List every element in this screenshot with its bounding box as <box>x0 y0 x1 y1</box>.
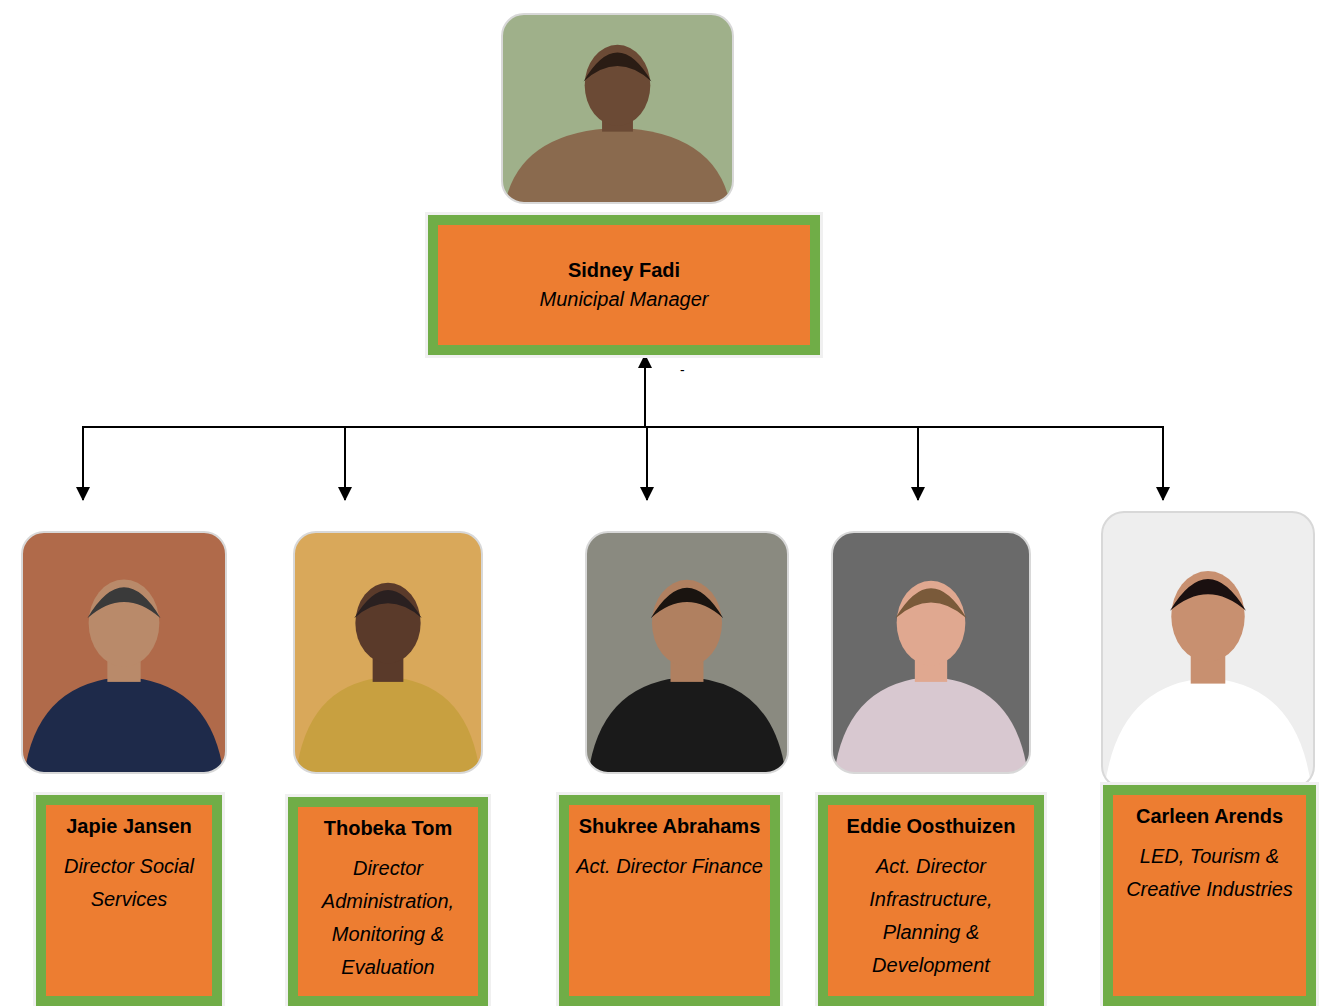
title-box: Carleen ArendsLED, Tourism & Creative In… <box>1103 785 1316 1006</box>
portrait-photo <box>830 530 1032 775</box>
title-box: Thobeka TomDirector Administration, Moni… <box>288 797 488 1006</box>
person-name: Sidney Fadi <box>568 257 680 284</box>
job-title: Director Administration, Monitoring & Ev… <box>304 852 472 984</box>
staff-card: Eddie OosthuizenAct. Director Infrastruc… <box>818 500 1044 1006</box>
reporting-arrow <box>83 355 645 500</box>
staff-card: Sidney FadiMunicipal Manager <box>428 12 820 355</box>
portrait-photo <box>292 530 484 775</box>
portrait-photo <box>20 530 228 775</box>
staff-card: Japie JansenDirector Social Services <box>20 500 228 1006</box>
staff-card: Shukree AbrahamsAct. Director Finance <box>559 500 790 1006</box>
job-title: Director Social Services <box>52 850 206 916</box>
title-box: Sidney FadiMunicipal Manager <box>428 215 820 355</box>
portrait-photo <box>500 12 735 205</box>
person-name: Shukree Abrahams <box>579 813 761 840</box>
title-box: Japie JansenDirector Social Services <box>36 795 222 1006</box>
job-title: LED, Tourism & Creative Industries <box>1119 840 1300 906</box>
person-name: Carleen Arends <box>1136 803 1283 830</box>
reporting-arrow <box>345 355 645 500</box>
job-title: Municipal Manager <box>540 286 709 313</box>
portrait-photo <box>584 530 790 775</box>
person-name: Thobeka Tom <box>324 815 453 842</box>
staff-card: Carleen ArendsLED, Tourism & Creative In… <box>1100 500 1316 1006</box>
stray-mark: - <box>680 362 685 378</box>
person-name: Japie Jansen <box>66 813 192 840</box>
job-title: Act. Director Infrastructure, Planning &… <box>834 850 1028 982</box>
portrait-photo <box>1100 510 1316 790</box>
title-box: Eddie OosthuizenAct. Director Infrastruc… <box>818 795 1044 1006</box>
reporting-arrow <box>645 355 1163 500</box>
person-name: Eddie Oosthuizen <box>847 813 1016 840</box>
title-box: Shukree AbrahamsAct. Director Finance <box>559 795 780 1006</box>
job-title: Act. Director Finance <box>576 850 763 883</box>
staff-card: Thobeka TomDirector Administration, Moni… <box>288 500 488 1006</box>
